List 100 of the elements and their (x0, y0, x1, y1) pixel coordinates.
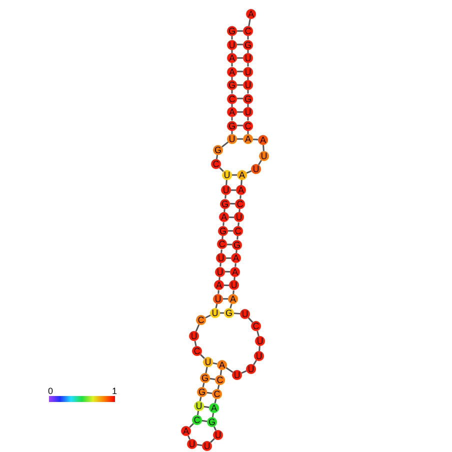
backbone-line (222, 222, 224, 226)
nucleotide-circle: A (231, 253, 241, 264)
nucleotide-circle: A (214, 280, 224, 290)
base-pair-line (206, 392, 212, 394)
base-pair-line (237, 84, 243, 86)
nucleotide-circle: U (240, 309, 250, 319)
nucleotide-circle: U (227, 134, 237, 144)
nucleotide-circle: A (243, 134, 253, 144)
nucleotide-circle: C (211, 159, 221, 169)
nucleotide-circle: U (227, 40, 237, 50)
nucleotide-circle: C (243, 120, 253, 130)
nucleotide-circle: U (229, 280, 239, 290)
nucleotide-circle: U (246, 364, 256, 374)
nucleotide-circle: A (219, 212, 229, 222)
backbone-line (200, 354, 205, 359)
backbone-line (195, 324, 200, 332)
nucleotide-circle: A (209, 403, 219, 413)
nucleotide-circle: A (236, 185, 246, 196)
nucleotide-circle: U (194, 401, 204, 411)
base-pair-line (204, 406, 210, 408)
backbone-line (219, 167, 224, 172)
backbone-line (226, 180, 228, 186)
base-pair-line (237, 70, 243, 72)
backbone-line (205, 366, 208, 374)
backbone-line (248, 18, 251, 26)
backbone-line (262, 144, 264, 152)
base-pair-line (230, 202, 236, 204)
nucleotide-circle: G (220, 198, 230, 209)
nucleotide-circle: G (197, 387, 207, 397)
nucleotide-circle: U (202, 441, 212, 451)
nucleotide-circle: G (227, 120, 237, 130)
base-pair-line (228, 216, 234, 218)
backbone-line (231, 117, 233, 120)
base-pair-line (230, 189, 236, 191)
backbone-line (236, 236, 238, 240)
backbone-line (220, 370, 222, 376)
backbone-line (210, 438, 215, 443)
nucleotide-circle: C (215, 375, 225, 385)
backbone-line (216, 154, 218, 160)
nucleotide-circle: C (217, 239, 227, 250)
nucleotide-circle: U (210, 308, 220, 318)
base-pair-line (237, 138, 243, 140)
base-pair-line (210, 378, 216, 380)
nucleotide-circle: C (233, 226, 243, 236)
backbone-line (231, 90, 233, 94)
base-pair-line (224, 270, 230, 272)
nucleotide-circle: C (192, 415, 202, 425)
base-pair-line (226, 244, 232, 246)
base-pair-line (237, 44, 243, 46)
base-pair-line (222, 298, 228, 300)
base-pair-line (224, 284, 230, 286)
backbone-line (256, 330, 260, 336)
backbone-line (224, 194, 226, 199)
nucleotide-circle: C (212, 389, 222, 399)
nucleotide-circle: U (259, 151, 269, 161)
backbone-line (252, 138, 258, 140)
base-pair-line (212, 362, 218, 365)
nucleotide-circle: C (243, 26, 253, 36)
nucleotide-circle: U (234, 212, 244, 222)
nucleotide-circle: U (221, 185, 231, 195)
nucleotide-circle: C (192, 346, 202, 356)
nucleotide-circle: U (213, 294, 223, 304)
backbone-line (220, 249, 222, 254)
nucleotide-circle: G (232, 240, 242, 250)
nucleotide-circle: A (230, 266, 240, 277)
backbone-line (220, 262, 222, 267)
nucleotide-circle: U (255, 336, 265, 346)
nucleotide-circle: C (196, 315, 206, 325)
base-pair-line (220, 312, 224, 314)
nucleotide-circle: A (228, 294, 238, 304)
backbone-line (247, 90, 249, 94)
nucleotide-circle: A (227, 53, 237, 63)
backbone-line (231, 63, 233, 66)
base-pair-line (232, 174, 237, 176)
nucleotide-circle: A (217, 360, 227, 370)
nucleotide-circle: U (222, 170, 232, 180)
backbone-line (234, 263, 236, 267)
nucleotide-circle: U (251, 164, 261, 174)
backbone-line (258, 160, 262, 166)
nucleotide-circle: C (227, 94, 237, 104)
backbone-line (194, 340, 197, 346)
backbone-line (258, 346, 260, 352)
backbone-line (221, 142, 229, 148)
backbone-line (199, 396, 202, 402)
nucleotide-circle: U (243, 107, 253, 117)
base-pair-line (237, 57, 243, 59)
base-pair-line (202, 420, 208, 422)
backbone-line (214, 398, 217, 404)
base-pair-line (237, 124, 243, 126)
backbone-line (196, 410, 200, 416)
backbone-line (232, 290, 234, 294)
nucleotide-circle: G (213, 145, 223, 155)
nucleotide-circle: A (227, 66, 237, 76)
nucleotide-circle: G (207, 417, 217, 427)
base-pair-line (237, 111, 243, 113)
backbone-line (248, 317, 254, 323)
nucleotide-circle: G (224, 308, 234, 318)
backbone-line (212, 412, 214, 418)
base-pair-line (237, 30, 243, 32)
backbone-line (241, 370, 247, 374)
